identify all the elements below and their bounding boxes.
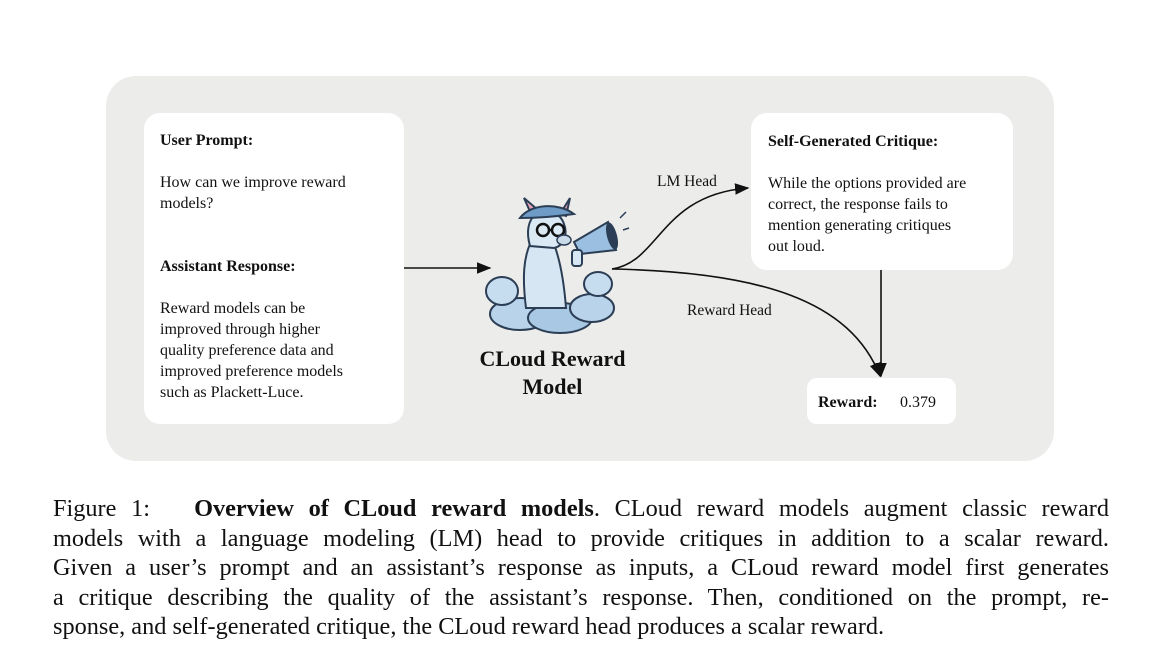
assistant-response-line: Reward models can be — [160, 300, 306, 317]
megaphone — [571, 211, 630, 267]
reward-label: Reward: — [818, 394, 878, 411]
reward-head-arrow — [611, 268, 881, 378]
figure-caption: Figure 1: Overview of CLoud reward model… — [53, 494, 1109, 642]
input-card — [144, 113, 404, 424]
assistant-response-heading: Assistant Response: — [160, 258, 296, 275]
reward-card — [807, 378, 956, 424]
lm-head-label: LM Head — [657, 173, 717, 190]
llama-body — [518, 197, 577, 309]
critique-heading: Self-Generated Critique: — [768, 133, 939, 150]
reward-value: 0.379 — [900, 394, 936, 411]
user-prompt-line: models? — [160, 195, 214, 212]
lm-head-arrow — [611, 183, 750, 270]
model-title-line: Model — [522, 374, 583, 399]
user-prompt-heading: User Prompt: — [160, 132, 254, 149]
figure-label: Figure 1: — [53, 495, 151, 522]
critique-card — [751, 113, 1013, 270]
caption-line: Figure 1: Overview of CLoud reward model… — [53, 494, 1109, 524]
cloud-shape — [485, 271, 615, 334]
model-title-line: CLoud Reward — [479, 346, 626, 371]
critique-line: out loud. — [768, 238, 825, 255]
caption-line: models with a language modeling (LM) hea… — [53, 524, 1109, 552]
model-title: CLoud Reward Model — [455, 345, 650, 401]
critique-line: While the options provided are — [768, 175, 967, 192]
caption-line: sponse, and self-generated critique, the… — [53, 613, 885, 641]
user-prompt-line: How can we improve reward — [160, 174, 346, 191]
critique-line: mention generating critiques — [768, 217, 952, 234]
assistant-response-line: such as Plackett-Luce. — [160, 384, 304, 401]
caption-title: Overview of CLoud reward models — [194, 495, 594, 522]
assistant-response-line: quality preference data and — [160, 342, 334, 359]
assistant-response-line: improved preference models — [160, 363, 344, 380]
caption-line-rest: . CLoud reward models augment classic re… — [593, 495, 1109, 522]
caption-line: Given a user’s prompt and an assistant’s… — [53, 554, 1109, 582]
reward-head-label: Reward Head — [687, 302, 772, 319]
critique-line: correct, the response fails to — [768, 196, 948, 213]
caption-line: a critique describing the quality of the… — [53, 583, 1109, 611]
llama-megaphone-mascot-icon — [485, 197, 630, 334]
assistant-response-line: improved through higher — [160, 321, 320, 338]
